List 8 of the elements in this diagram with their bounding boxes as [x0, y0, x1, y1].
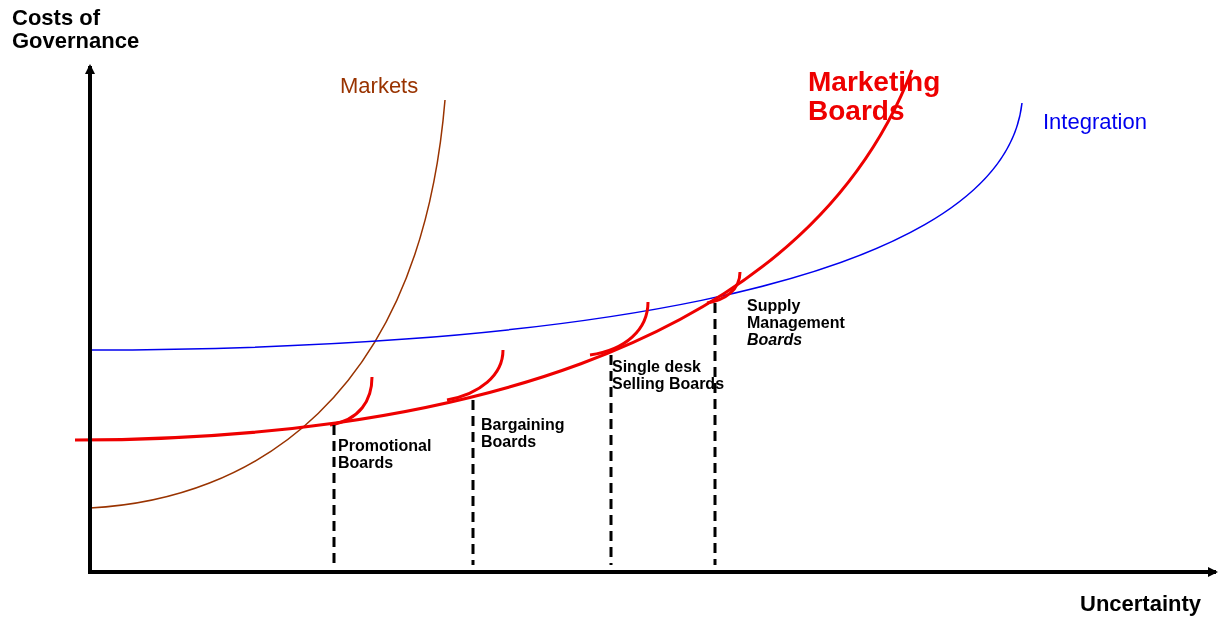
axis-title: Costs of Governance — [12, 6, 141, 53]
region-label: Bargaining Boards — [481, 417, 566, 451]
region-label: Single desk Selling Boards — [612, 359, 726, 393]
region-label: Supply Management Boards — [747, 298, 846, 349]
region-label: Promotional Boards — [338, 438, 433, 472]
curve-label: Integration — [1043, 110, 1148, 134]
axis-title: Uncertainty — [1080, 592, 1203, 616]
curve-label: Markets — [340, 74, 420, 98]
